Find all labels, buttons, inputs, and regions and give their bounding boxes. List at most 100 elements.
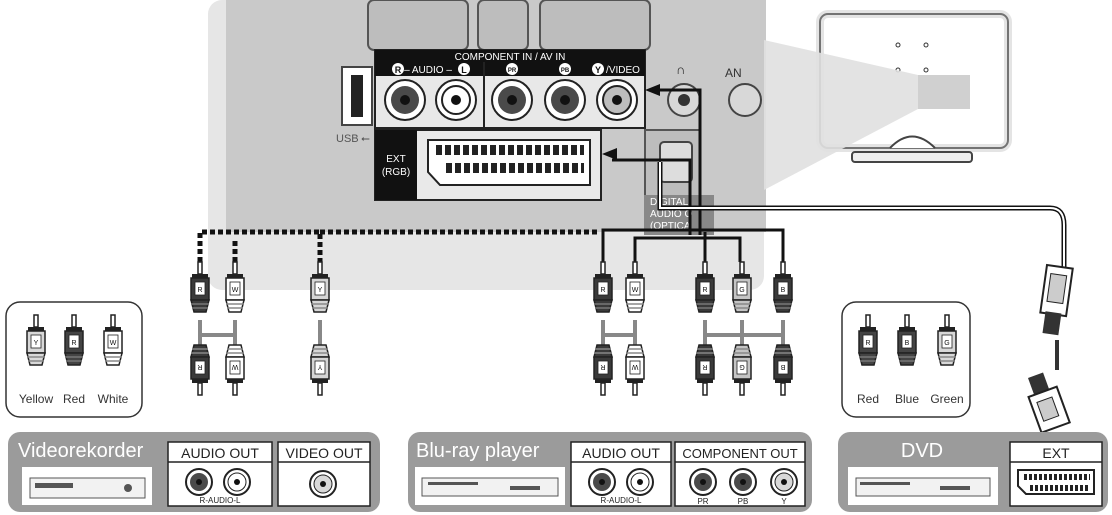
- scart-ext-port[interactable]: EXT (RGB): [374, 129, 602, 201]
- svg-text:∩: ∩: [676, 62, 685, 77]
- svg-text:W: W: [631, 363, 638, 370]
- svg-text:W: W: [110, 340, 117, 347]
- bd-comp-r-plug-device: R: [695, 344, 715, 396]
- legend-left-plug-y: Y: [26, 314, 46, 366]
- component-av-in-block: COMPONENT IN / AV IN R – AUDIO – L PR PB…: [374, 49, 646, 129]
- svg-text:⭠: ⭠: [361, 133, 370, 145]
- videorekorder-video-out[interactable]: VIDEO OUT: [277, 441, 371, 507]
- bd-audio-w-plug-device: W: [625, 344, 645, 396]
- dvd-ext-port[interactable]: EXT: [1009, 441, 1103, 507]
- legend-left-label-2: White: [98, 392, 129, 406]
- ext-label: EXT: [386, 154, 405, 165]
- optical-label: (OPTICA: [650, 221, 691, 232]
- scart-plug-tv-end: [1039, 263, 1074, 336]
- bd-audio-w-plug-tv: W: [625, 261, 645, 313]
- svg-text:R: R: [600, 287, 605, 294]
- svg-text:W: W: [232, 287, 239, 294]
- svg-text:R: R: [702, 287, 707, 294]
- scart-plug-dvd-end: [1027, 372, 1071, 434]
- legend-right-label-2: Green: [930, 392, 963, 406]
- rgb-label: (RGB): [382, 167, 410, 178]
- svg-text:G: G: [739, 287, 744, 294]
- legend-left-plug-r: R: [64, 314, 84, 366]
- tv-back-panel: USB ⭠ COMPONENT IN / AV IN R – AUDIO – L…: [208, 0, 766, 290]
- svg-text:G: G: [944, 340, 949, 347]
- vcr-audio-w-plug-tv: W: [225, 261, 245, 313]
- videorekorder-audio-out[interactable]: AUDIO OUT R-AUDIO-L: [167, 441, 273, 507]
- usb-port: USB ⭠: [336, 66, 373, 145]
- device-dvd: DVD EXT: [838, 432, 1108, 512]
- legend-left-label-1: Red: [63, 392, 85, 406]
- vcr-audio-r-plug-tv: R: [190, 261, 210, 313]
- videorekorder-audio-sub: R-AUDIO-L: [200, 496, 241, 505]
- tv-icon: [764, 10, 1012, 190]
- pr-jack[interactable]: [491, 79, 533, 121]
- dvd-title: DVD: [901, 440, 943, 462]
- digital-label: DIGITAL: [650, 197, 689, 208]
- dvd-icon: [848, 467, 998, 505]
- bluray-audio-sub: R-AUDIO-L: [601, 496, 642, 505]
- svg-text:R: R: [197, 287, 202, 294]
- svg-text:B: B: [905, 340, 910, 347]
- bd-comp-b-plug-tv: B: [773, 261, 793, 313]
- svg-text:R: R: [865, 340, 870, 347]
- svg-text:W: W: [231, 363, 238, 370]
- svg-text:Y: Y: [317, 363, 322, 370]
- bluray-audio-out[interactable]: AUDIO OUT R-AUDIO-L: [570, 441, 672, 507]
- pb-badge: PB: [561, 68, 570, 74]
- pb-jack[interactable]: [544, 79, 586, 121]
- svg-text:B: B: [781, 287, 786, 294]
- bd-audio-r-plug-device: R: [593, 344, 613, 396]
- headphone-jack[interactable]: ∩: [667, 62, 701, 117]
- svg-text:R: R: [197, 363, 202, 370]
- audio-l-jack[interactable]: [435, 79, 477, 121]
- bd-comp-r-plug-tv: R: [695, 261, 715, 313]
- device-bluray: Blu-ray player AUDIO OUT R-AUDIO-L COMPO…: [408, 432, 812, 512]
- bd-audio-r-plug-tv: R: [593, 261, 613, 313]
- svg-text:R: R: [702, 363, 707, 370]
- svg-text:Y: Y: [318, 287, 323, 294]
- legend-right-label-0: Red: [857, 392, 879, 406]
- svg-text:R: R: [600, 363, 605, 370]
- vcr-audio-r-plug-device: R: [190, 344, 210, 396]
- y-video-jack[interactable]: [596, 79, 638, 121]
- svg-text:Y: Y: [34, 340, 39, 347]
- pr-badge: PR: [508, 68, 517, 74]
- svg-text:B: B: [780, 363, 785, 370]
- bluray-pb-label: PB: [738, 497, 749, 506]
- bluray-y-label: Y: [781, 497, 787, 506]
- vcr-video-y-plug-tv: Y: [310, 261, 330, 313]
- bd-comp-b-plug-device: B: [773, 344, 793, 396]
- bluray-pr-label: PR: [697, 497, 708, 506]
- cables: [197, 162, 1067, 370]
- video-suffix: /VIDEO: [606, 65, 640, 76]
- bd-comp-g-plug-tv: G: [732, 261, 752, 313]
- usb-label: USB: [336, 133, 359, 145]
- videorekorder-video-out-label: VIDEO OUT: [285, 445, 362, 461]
- bluray-icon: [415, 467, 565, 505]
- y-badge: Y: [595, 65, 601, 75]
- device-videorekorder: Videorekorder AUDIO OUT R-AUDIO-L VIDEO …: [8, 432, 380, 512]
- bluray-component-out[interactable]: COMPONENT OUT PR PB Y: [674, 441, 806, 507]
- audio-r-jack[interactable]: [384, 79, 426, 121]
- bluray-audio-out-label: AUDIO OUT: [582, 445, 660, 461]
- videorekorder-title: Videorekorder: [18, 440, 144, 462]
- bluray-title: Blu-ray player: [416, 440, 540, 462]
- dvd-ext-label: EXT: [1042, 445, 1070, 461]
- audio-r-badge: R: [395, 65, 402, 75]
- legend-left-plug-w: W: [103, 314, 123, 366]
- legend-right-plug-g: G: [937, 314, 957, 366]
- videorekorder-audio-out-label: AUDIO OUT: [181, 445, 259, 461]
- legend-right-plug-b: B: [897, 314, 917, 366]
- audio-l-badge: L: [461, 65, 467, 75]
- legend-right-plug-r: R: [858, 314, 878, 366]
- bluray-component-out-label: COMPONENT OUT: [682, 446, 797, 461]
- audio-out-label: AUDIO O: [650, 209, 692, 220]
- bd-comp-g-plug-device: G: [732, 344, 752, 396]
